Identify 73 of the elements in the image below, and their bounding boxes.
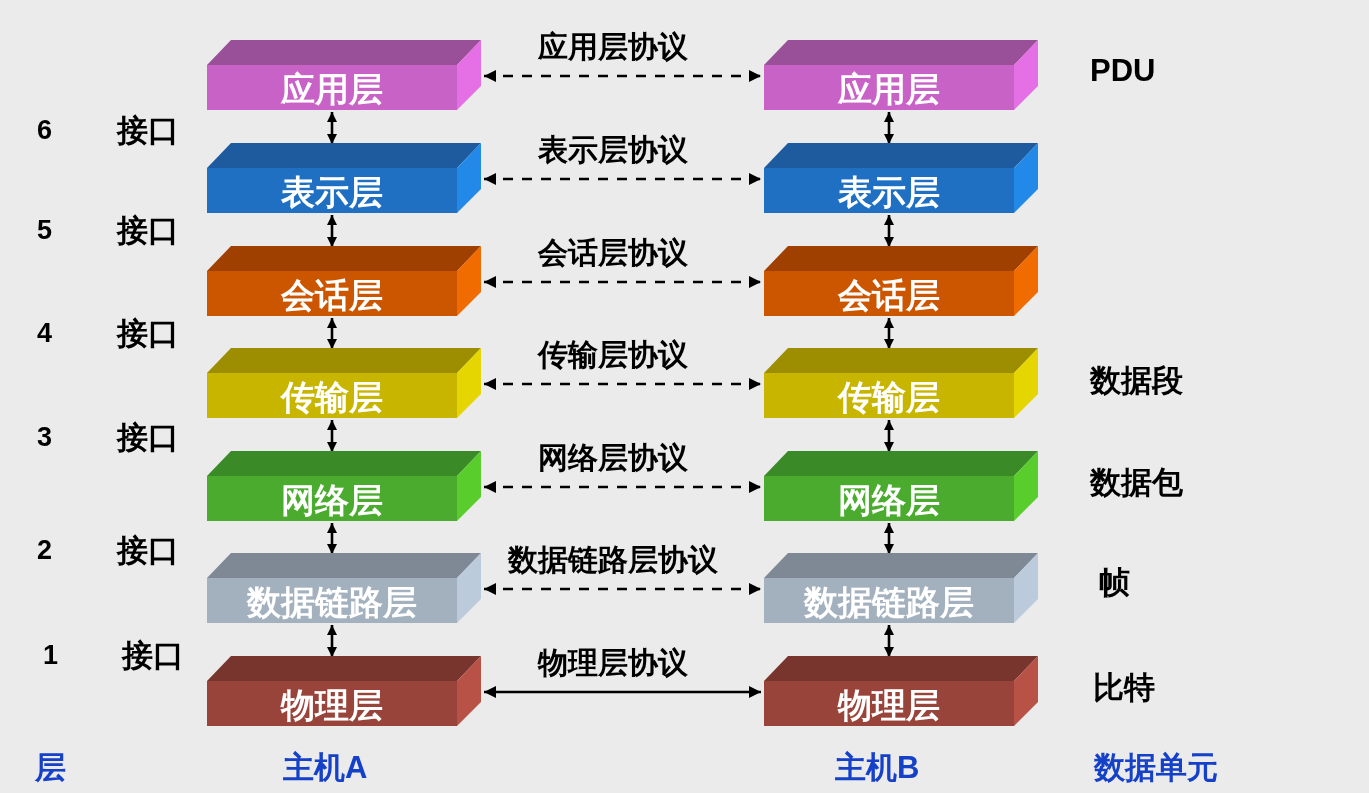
layer-name: 网络层 — [281, 483, 383, 517]
layer-block — [207, 348, 481, 418]
arrow — [884, 625, 894, 657]
edge-label: 网络层协议 — [537, 443, 688, 473]
layer-block — [207, 553, 481, 623]
layer-name: 传输层 — [838, 380, 940, 414]
layer-block — [764, 143, 1038, 213]
arrow — [884, 523, 894, 554]
layer-block — [207, 451, 481, 521]
layer-name: 应用层 — [281, 72, 383, 106]
data-unit-label: 比特 — [1093, 671, 1155, 703]
layer-block — [764, 348, 1038, 418]
layer-number: 4 — [37, 319, 53, 347]
arrow — [327, 112, 337, 144]
edge-label: 物理层协议 — [537, 648, 688, 678]
layer-number: 5 — [37, 216, 53, 244]
interface-label: 接口 — [117, 214, 179, 246]
edge-label: 应用层协议 — [537, 32, 688, 62]
layer-block — [764, 451, 1038, 521]
layer-name: 表示层 — [838, 175, 940, 209]
arrow — [484, 378, 761, 390]
arrow — [484, 70, 761, 82]
layer-block — [764, 656, 1038, 726]
layer-number: 3 — [37, 423, 53, 451]
arrow — [484, 276, 761, 288]
interface-label: 接口 — [117, 317, 179, 349]
edge-label: 会话层协议 — [537, 238, 688, 268]
arrow — [327, 523, 337, 554]
layer-block — [207, 656, 481, 726]
interface-label: 接口 — [117, 534, 179, 566]
arrow — [884, 420, 894, 452]
arrow — [484, 173, 761, 185]
arrow — [484, 686, 761, 698]
layer-name: 应用层 — [838, 72, 940, 106]
arrow — [484, 481, 761, 493]
edge-label: 数据链路层协议 — [507, 545, 718, 575]
layer-block — [764, 40, 1038, 110]
layer-block — [764, 246, 1038, 316]
column-heading: 数据单元 — [1094, 751, 1218, 783]
layer-name: 数据链路层 — [804, 585, 974, 619]
interface-label: 接口 — [117, 114, 179, 146]
layer-block — [207, 143, 481, 213]
layer-name: 传输层 — [281, 380, 383, 414]
arrow — [327, 625, 337, 657]
interface-label: 接口 — [117, 421, 179, 453]
arrow — [327, 215, 337, 247]
layer-name: 数据链路层 — [247, 585, 417, 619]
layer-number: 1 — [43, 641, 59, 669]
arrow — [484, 583, 761, 595]
layer-block — [207, 40, 481, 110]
data-unit-label: 数据段 — [1090, 364, 1183, 396]
layer-name: 网络层 — [838, 483, 940, 517]
arrow — [884, 112, 894, 144]
data-unit-label: 数据包 — [1090, 466, 1183, 498]
column-heading: 层 — [35, 751, 66, 783]
data-unit-label: 帧 — [1099, 566, 1130, 598]
layer-name: 会话层 — [838, 278, 940, 312]
layer-number: 6 — [37, 116, 53, 144]
edge-label: 传输层协议 — [537, 340, 688, 370]
layer-name: 物理层 — [838, 688, 940, 722]
data-unit-label: PDU — [1090, 54, 1156, 86]
arrow — [327, 420, 337, 452]
interface-label: 接口 — [122, 639, 184, 671]
layer-block — [764, 553, 1038, 623]
layer-name: 表示层 — [281, 175, 383, 209]
edge-label: 表示层协议 — [537, 135, 688, 165]
arrow — [884, 318, 894, 349]
layer-number: 2 — [37, 536, 53, 564]
layer-block — [207, 246, 481, 316]
arrow — [884, 215, 894, 247]
arrow — [327, 318, 337, 349]
layer-name: 会话层 — [281, 278, 383, 312]
layer-name: 物理层 — [281, 688, 383, 722]
